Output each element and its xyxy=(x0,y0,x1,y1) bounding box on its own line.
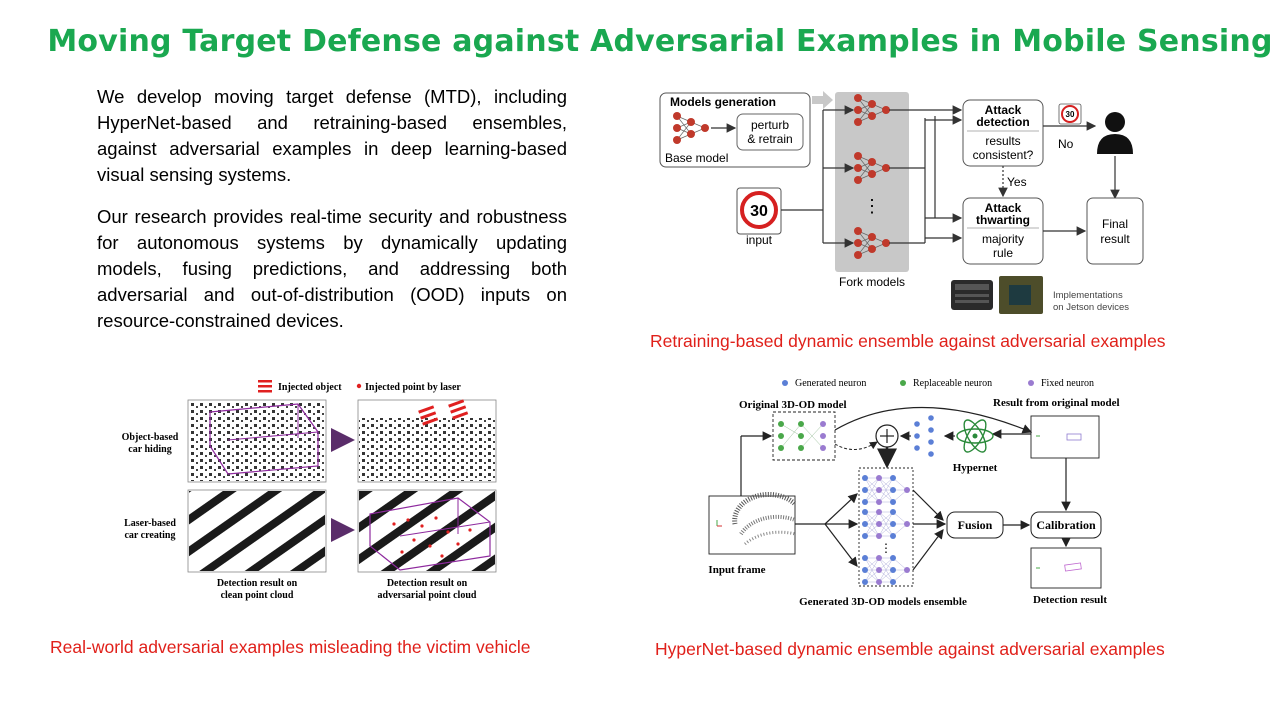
legend-fixed: Fixed neuron xyxy=(1041,378,1094,389)
original-model-icon xyxy=(778,421,826,451)
results-label: results xyxy=(985,134,1020,148)
col1-label: Detection result on xyxy=(217,578,298,589)
row2-label-2: car creating xyxy=(124,530,175,541)
row1-label: Object-based xyxy=(122,432,179,443)
gray-arrow-icon xyxy=(812,91,833,109)
result-label: result xyxy=(1100,232,1130,246)
legend-replaceable: Replaceable neuron xyxy=(913,378,992,389)
page-title: Moving Target Defense against Adversaria… xyxy=(47,24,1273,59)
original-model-box xyxy=(772,411,836,461)
rule-label: rule xyxy=(993,246,1013,260)
base-model-label: Base model xyxy=(665,151,728,165)
hypernet-label: Hypernet xyxy=(953,462,998,474)
detection-result-box xyxy=(1030,547,1102,589)
no-label: No xyxy=(1058,137,1074,151)
original-model-label: Original 3D-OD model xyxy=(739,399,847,411)
row1-label-2: car hiding xyxy=(128,444,171,455)
sign-value: 30 xyxy=(750,203,768,220)
majority-label: majority xyxy=(982,232,1024,246)
fixed-neuron-icon xyxy=(1028,380,1034,386)
jetson-device-icon xyxy=(951,280,993,310)
hypernet-caption: HyperNet-based dynamic ensemble against … xyxy=(655,639,1165,659)
ensemble-model-icon xyxy=(861,508,911,540)
ensemble-model-icon xyxy=(861,554,911,586)
small-sign-value: 30 xyxy=(1066,110,1075,119)
attack-thwarting-title: Attack xyxy=(985,201,1022,215)
attack-detection-title-2: detection xyxy=(976,115,1029,129)
perturb-label: perturb xyxy=(751,118,789,132)
input-frame-label: Input frame xyxy=(708,564,765,576)
hypernet-ensemble-diagram: Generated neuron Replaceable neuron Fixe… xyxy=(708,378,1120,608)
retrain-label: & retrain xyxy=(747,132,792,146)
col1-label-2: clean point cloud xyxy=(221,590,294,601)
adversarial-creating-pointcloud xyxy=(357,489,497,573)
attack-thwarting-title-2: thwarting xyxy=(976,213,1030,227)
calibration-label: Calibration xyxy=(1036,518,1096,532)
detection-result-label: Detection result xyxy=(1033,594,1107,606)
clean-object-pointcloud xyxy=(187,399,327,483)
consistent-label: consistent? xyxy=(973,148,1034,162)
small-sign-icon xyxy=(1061,105,1079,123)
generated-neuron-icon xyxy=(782,380,788,386)
ellipsis-icon: ⋮ xyxy=(863,196,881,216)
fork-models-label: Fork models xyxy=(839,275,905,289)
row2-label: Laser-based xyxy=(124,518,176,529)
research-paragraph: Our research provides real-time security… xyxy=(97,206,567,331)
ensemble-box xyxy=(858,467,914,587)
legend-generated: Generated neuron xyxy=(795,378,866,389)
replaceable-neuron-icon xyxy=(900,380,906,386)
real-world-caption: Real-world adversarial examples misleadi… xyxy=(50,637,531,657)
models-generation-label: Models generation xyxy=(670,95,776,109)
injected-object-icon xyxy=(258,380,272,393)
intro-paragraph: We develop moving target defense (MTD), … xyxy=(97,86,567,185)
perturb-retrain-box xyxy=(736,113,804,151)
legend-injected-point: Injected point by laser xyxy=(365,382,461,393)
jetson-board-icon xyxy=(999,276,1043,314)
clean-creating-pointcloud xyxy=(187,489,327,573)
yes-label: Yes xyxy=(1007,175,1027,189)
col2-label-2: adversarial point cloud xyxy=(378,590,477,601)
person-icon xyxy=(1097,112,1133,154)
ensemble-label: Generated 3D-OD models ensemble xyxy=(799,596,967,608)
col2-label: Detection result on xyxy=(387,578,468,589)
ensemble-ellipsis-icon: ⋮ xyxy=(880,541,892,555)
fork-models-region xyxy=(835,92,909,272)
jetson-label: on Jetson devices xyxy=(1053,302,1129,313)
retraining-ensemble-diagram: Models generation Base model perturb & r… xyxy=(659,91,1144,314)
fusion-label: Fusion xyxy=(958,518,993,532)
result-original-box xyxy=(1030,415,1100,459)
ensemble-model-icon xyxy=(861,474,911,506)
speed-sign-icon xyxy=(740,191,778,229)
real-world-adversarial-figure: Injected object Injected point by laser … xyxy=(122,380,497,601)
injected-point-icon xyxy=(356,383,362,389)
retraining-caption: Retraining-based dynamic ensemble agains… xyxy=(650,331,1166,351)
hypernet-atom-icon xyxy=(956,419,994,453)
final-result-box xyxy=(1086,197,1144,265)
result-original-label: Result from original model xyxy=(993,397,1120,409)
implementation-label: Implementations xyxy=(1053,290,1123,301)
combine-plus-icon xyxy=(875,424,899,448)
legend-injected-object: Injected object xyxy=(278,382,342,393)
attack-detection-title: Attack xyxy=(985,103,1022,117)
final-label: Final xyxy=(1102,217,1128,231)
input-frame-pointcloud xyxy=(716,492,797,546)
input-label: input xyxy=(746,233,773,247)
adversarial-object-pointcloud xyxy=(357,399,497,483)
hypernet-generator-icon xyxy=(914,415,934,457)
input-frame-box xyxy=(708,495,796,555)
